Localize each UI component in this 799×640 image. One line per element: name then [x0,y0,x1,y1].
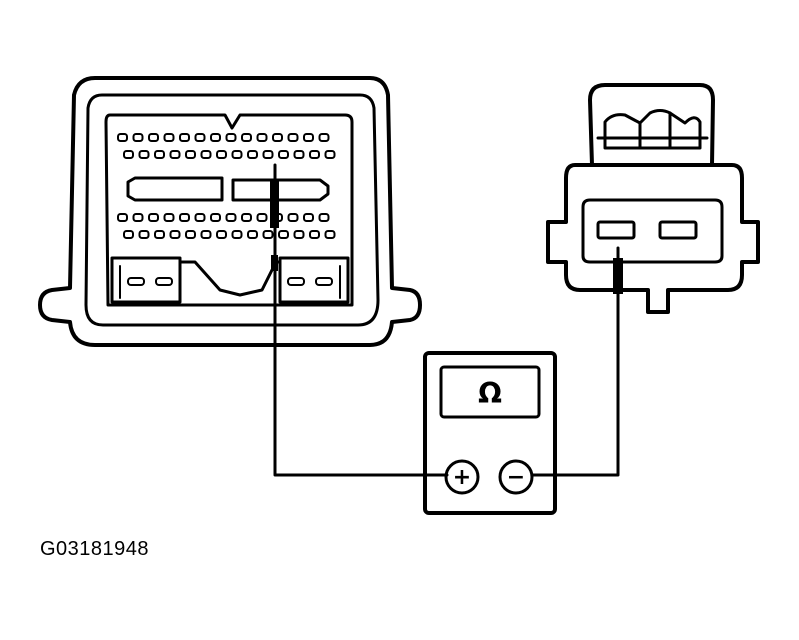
connector-pin [216,230,227,239]
connector-pin [225,133,237,142]
ohmmeter-negative-terminal [498,459,534,495]
connector-pin [117,213,128,222]
component-connector [546,83,760,314]
connector-pin [123,230,134,239]
connector-pin [262,230,274,239]
ohmmeter-display-symbol: Ω [478,377,502,410]
connector-pin [138,150,150,159]
connector-lock-bar [638,111,672,150]
connector-pin [231,230,243,239]
connector-pin [272,133,283,142]
connector-pin [216,150,227,159]
positive-terminal-symbol: + [453,465,471,490]
ohmmeter: Ω + − [423,351,557,515]
latch-slot [127,277,145,286]
connector-pin [256,213,268,222]
connector-key-slot-left [126,176,224,202]
connector-pin [194,133,206,142]
connector-terminal-1 [596,220,636,240]
connector-pin [210,133,221,142]
connector-pin [278,230,289,239]
ohmmeter-positive-terminal [444,459,480,495]
connector-pin [318,133,330,142]
upper-pin-rows [117,133,336,159]
connector-pin [309,230,320,239]
connector-pin [318,213,330,222]
connector-pin [200,150,212,159]
connector-lock-inner [603,109,702,150]
connector-terminal-2 [658,220,698,240]
connector-pin [210,213,221,222]
latch-slot [315,277,333,286]
connector-pin [123,150,134,159]
connector-lock-tab [588,83,715,167]
connector-pin [241,213,252,222]
ohmmeter-body [423,351,557,515]
connector-pin [169,230,181,239]
connector-pin [247,150,258,159]
connector-pin [262,150,274,159]
connector-pin [247,230,258,239]
connector-body-inner [581,198,724,264]
connector-pin [324,150,336,159]
ohmmeter-display [439,365,541,419]
connector-pin [179,213,190,222]
negative-probe-tip [613,258,623,294]
connector-pin [303,213,314,222]
connector-key-slot-right [231,178,330,202]
connector-body [546,163,760,314]
connector-latch-right [278,256,350,304]
connector-pin [185,150,196,159]
connector-pin [309,150,320,159]
connector-pin [138,230,150,239]
connector-pin [117,133,128,142]
connector-pin [231,150,243,159]
control-module [38,76,422,347]
module-connector-face [104,113,354,307]
negative-test-lead [530,246,620,477]
connector-pin [225,213,237,222]
connector-pin [148,133,159,142]
module-housing-inner-rim [84,93,380,327]
connector-pin [179,133,190,142]
connector-pin [256,133,268,142]
test-leads [270,163,623,477]
connector-pin [200,230,212,239]
connector-pin [293,230,305,239]
connector-pin [148,213,159,222]
negative-terminal-symbol: − [507,465,525,490]
connector-pin [132,133,144,142]
connector-pin [194,213,206,222]
connector-pin [154,230,165,239]
latch-slot [155,277,173,286]
latch-slot [287,277,305,286]
connector-pin [287,213,299,222]
connector-pin [324,230,336,239]
connector-pin [185,230,196,239]
connector-latch-left [110,256,182,304]
connector-pin [132,213,144,222]
positive-probe-barrel [271,255,278,271]
connector-pin [154,150,165,159]
connector-pin [303,133,314,142]
connector-pin [241,133,252,142]
connector-pin [287,133,299,142]
connector-pin [163,213,175,222]
positive-probe-tip [270,180,279,228]
connector-pin [163,133,175,142]
connector-pin [293,150,305,159]
connector-pin [169,150,181,159]
figure-reference-code: G03181948 [40,538,150,560]
connector-pin [278,150,289,159]
